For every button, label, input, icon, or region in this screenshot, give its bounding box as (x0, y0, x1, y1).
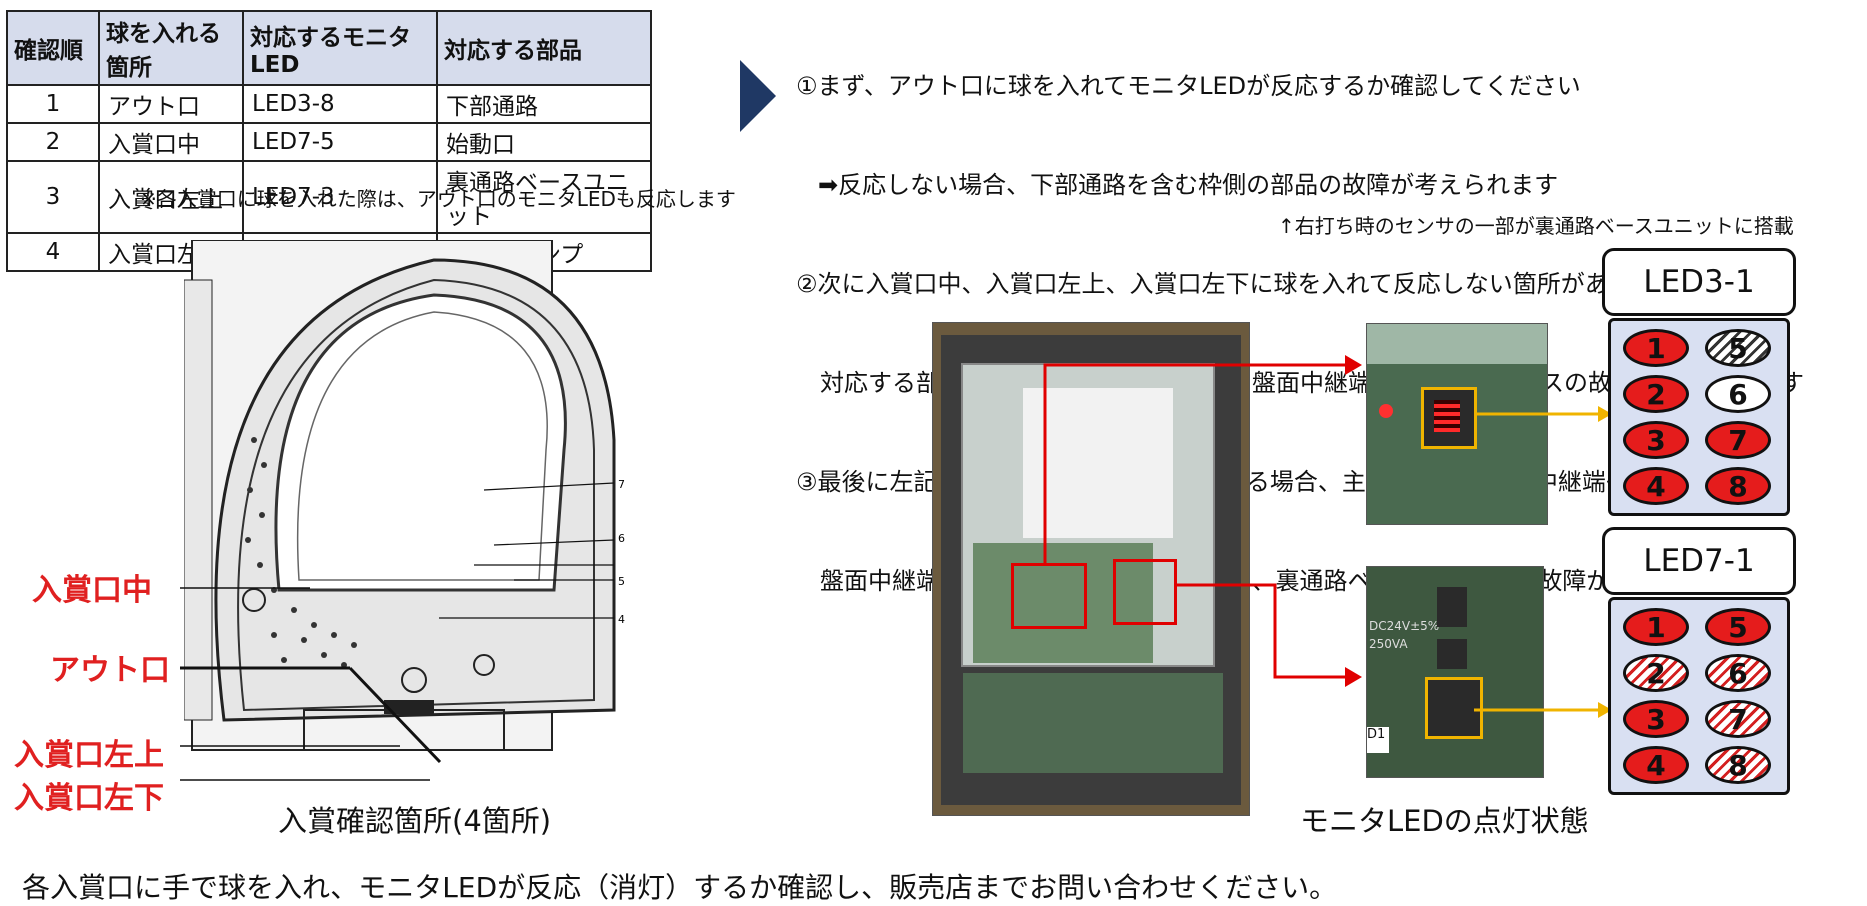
table-cell: 4 (6, 232, 100, 272)
diagram-number: 6 (618, 532, 625, 545)
monitor-caption: モニタLEDの点灯状態 (1300, 804, 1589, 838)
led-indicator: 3 (1623, 421, 1689, 459)
table-cell: アウト口 (98, 84, 244, 124)
callout-lines (180, 587, 442, 781)
led7-title-bubble: LED7-1 (1602, 527, 1796, 595)
led-indicator: 7 (1705, 700, 1771, 738)
led7-panel: 1 2 3 4 5 6 7 8 (1608, 597, 1790, 795)
table-cell: 入賞口左上 (98, 160, 244, 234)
yellow-arrows (1474, 406, 1612, 718)
led-indicator: 5 (1705, 608, 1771, 646)
table-header: 対応する部品 (436, 10, 652, 86)
led-indicator: 6 (1705, 375, 1771, 413)
led-indicator: 3 (1623, 700, 1689, 738)
step-1: ①まず、アウト口に球を入れてモニタLEDが反応するか確認してください (796, 72, 1581, 100)
table-row: 3 入賞口左上 LED7-3 裏通路ベースユニット (6, 160, 652, 234)
photo-label: DC24V±5% (1369, 619, 1440, 633)
led3-zoom-box (1421, 387, 1477, 449)
led3-title-bubble: LED3-1 (1602, 248, 1796, 316)
table-cell: 3 (6, 160, 100, 234)
check-order-table: 確認順 球を入れる箇所 対応するモニタLED 対応する部品 1 アウト口 LED… (6, 10, 652, 272)
sensor-note: ↑右打ち時のセンサの一部が裏通路ベースユニットに搭載 (1278, 214, 1794, 238)
led-indicator: 4 (1623, 746, 1689, 784)
diagram-number: 5 (618, 575, 625, 588)
led7-zoom-box (1425, 677, 1483, 739)
table-row: 2 入賞口中 LED7-5 始動口 (6, 122, 652, 162)
table-cell: 始動口 (436, 122, 652, 162)
led-indicator: 7 (1705, 421, 1771, 459)
label-center-pocket: 入賞口中 (32, 573, 152, 608)
led-indicator: 1 (1623, 329, 1689, 367)
led7-closeup-photo: DC24V±5% 250VA D1 (1366, 566, 1544, 778)
led7-highlight (1113, 559, 1177, 625)
table-cell: 裏通路ベースユニット (436, 160, 652, 234)
led-indicator: 1 (1623, 608, 1689, 646)
photo-label: 250VA (1369, 637, 1408, 651)
led-indicator: 6 (1705, 654, 1771, 692)
table-cell: LED3-8 (242, 84, 438, 124)
label-out-port: アウト口 (50, 653, 170, 688)
diagram-number: 7 (618, 478, 625, 491)
led-indicator: 5 (1705, 329, 1771, 367)
table-note: ※各入賞口に球を入れた際は、アウト口のモニタLEDも反応します (140, 187, 736, 211)
led-indicator: 8 (1705, 746, 1771, 784)
table-cell: 1 (6, 84, 100, 124)
step-1-detail: ➡反応しない場合、下部通路を含む枠側の部品の故障が考えられます (818, 171, 1559, 199)
table-header: 対応するモニタLED (242, 10, 438, 86)
led-indicator: 4 (1623, 467, 1689, 505)
label-left-lower-pocket: 入賞口左下 (14, 781, 164, 816)
bottom-instruction: 各入賞口に手で球を入れ、モニタLEDが反応（消灯）するか確認し、販売店までお問い… (22, 871, 1338, 904)
label-left-upper-pocket: 入賞口左上 (14, 738, 164, 773)
table-header-row: 確認順 球を入れる箇所 対応するモニタLED 対応する部品 (6, 10, 652, 86)
table-cell: 入賞口中 (98, 122, 244, 162)
led3-title: LED3-1 (1643, 264, 1755, 300)
step-2: ②次に入賞口中、入賞口左上、入賞口左下に球を入れて反応しない箇所がある場合、 (796, 270, 1705, 298)
led3-closeup-photo (1366, 323, 1548, 525)
led-indicator: 8 (1705, 467, 1771, 505)
led-indicator: 2 (1623, 375, 1689, 413)
board-diagram: 4 5 6 7 (184, 240, 625, 751)
table-header: 球を入れる箇所 (98, 10, 244, 86)
table-cell: 2 (6, 122, 100, 162)
table-cell: 下部通路 (436, 84, 652, 124)
table-cell: LED7-3 (242, 160, 438, 234)
next-arrow-icon (740, 60, 776, 132)
led3-highlight (1011, 563, 1087, 629)
red-arrows (1043, 355, 1362, 687)
led7-title: LED7-1 (1643, 543, 1755, 579)
led-indicator: 2 (1623, 654, 1689, 692)
table-row: 1 アウト口 LED3-8 下部通路 (6, 84, 652, 124)
photo-label: D1 (1367, 727, 1389, 753)
diagram-number: 4 (618, 613, 625, 626)
led3-panel: 1 2 3 4 5 6 7 8 (1608, 318, 1790, 516)
table-header: 確認順 (6, 10, 100, 86)
table-cell: LED7-5 (242, 122, 438, 162)
diagram-caption: 入賞確認箇所(4箇所) (278, 804, 552, 838)
